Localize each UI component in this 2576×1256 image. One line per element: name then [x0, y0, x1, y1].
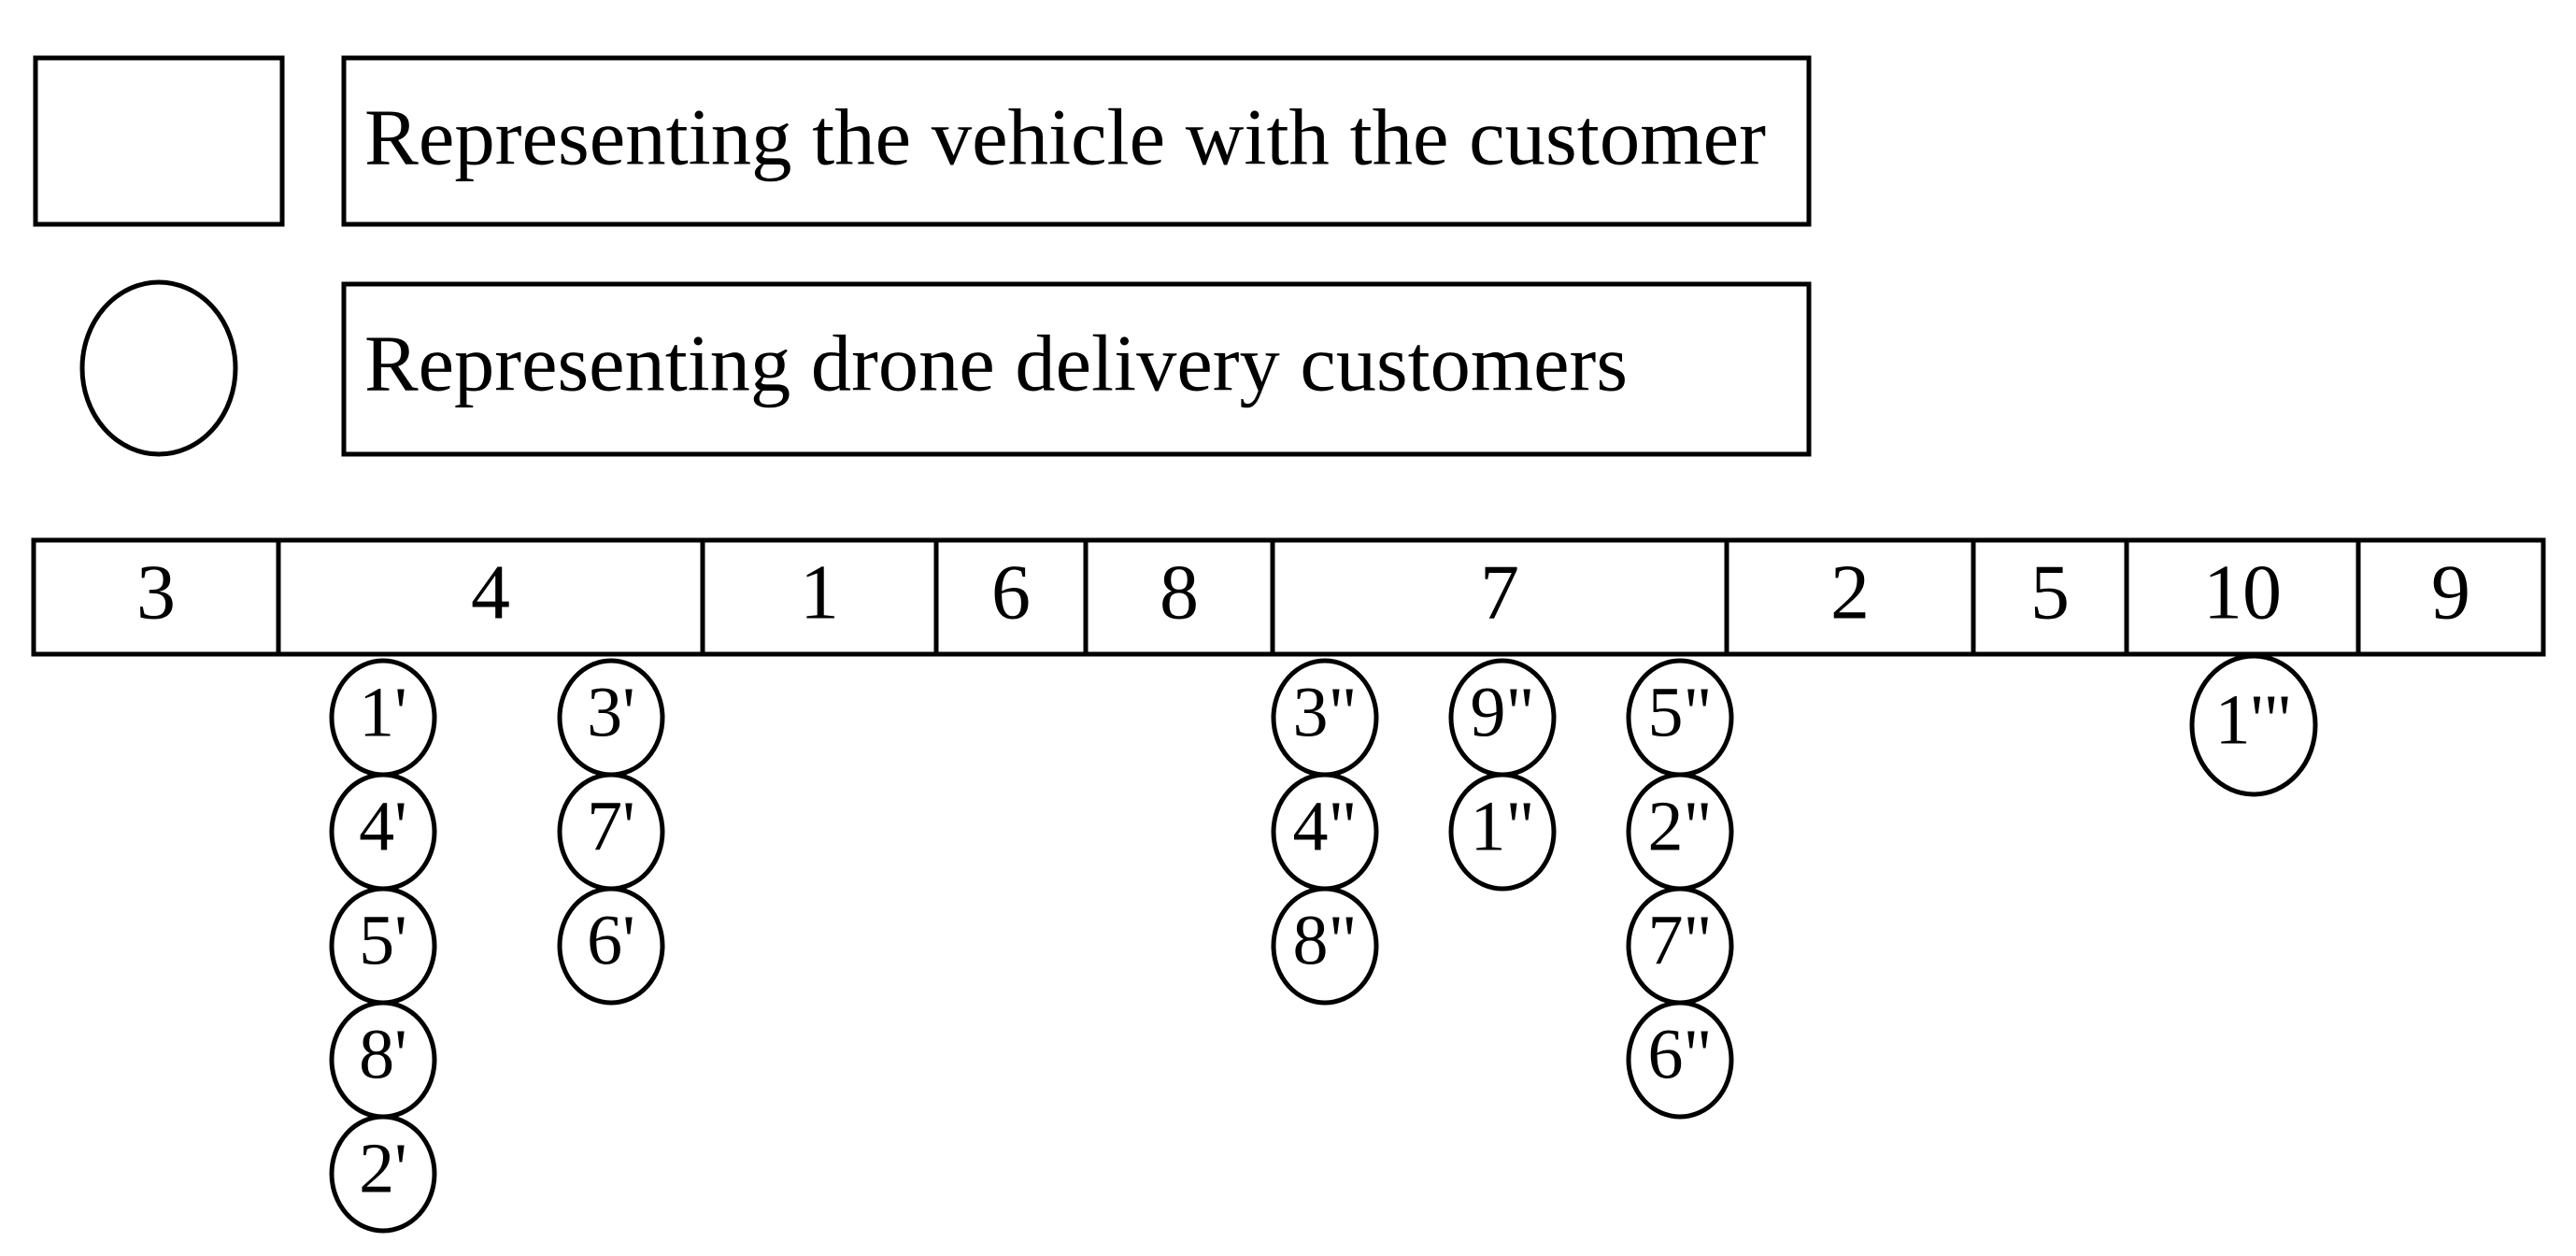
vehicle-route-bar: 3 4 1 6 8 7 2 5 10 9	[31, 537, 2546, 657]
legend-drone-label-box	[341, 281, 1812, 457]
drone-customer-label: 6"	[1647, 1015, 1712, 1093]
drone-customer-label: 8"	[1292, 901, 1357, 979]
legend-vehicle-label: Representing the vehicle with the custom…	[364, 93, 1766, 182]
vehicle-customer-cell: 5	[2030, 549, 2070, 635]
legend-drone-label: Representing drone delivery customers	[364, 319, 1628, 408]
drone-group-stop-4: 1' 4' 5' 8' 2' 3' 7' 6'	[329, 658, 665, 1234]
vehicle-customer-cell: 10	[2203, 549, 2282, 635]
drone-customer-label: 7"	[1647, 901, 1712, 979]
drone-group-stop-10: 1'"	[2189, 653, 2318, 797]
vehicle-customer-cell: 6	[991, 549, 1031, 635]
legend-drone-circle	[79, 279, 238, 457]
drone-customer-label: 7'	[587, 787, 635, 865]
drone-customer-label: 5'	[359, 901, 407, 979]
drone-customer-node	[1626, 1000, 1734, 1120]
drone-customer-node	[1448, 772, 1557, 892]
drone-customer-node	[2189, 653, 2318, 797]
vehicle-customer-cell: 4	[471, 549, 510, 635]
vehicle-customer-cell: 7	[1480, 549, 1519, 635]
drone-customer-label: 4"	[1292, 787, 1357, 865]
vehicle-customer-cell: 9	[2431, 549, 2470, 635]
drone-customer-label: 1"	[1470, 787, 1534, 865]
vehicle-customer-cell: 1	[800, 549, 839, 635]
drone-customer-label: 1'	[359, 673, 407, 751]
legend-vehicle-label-box	[341, 55, 1812, 227]
drone-customer-label: 5"	[1647, 673, 1712, 751]
drone-customer-label: 6'	[587, 901, 635, 979]
legend-vehicle-square	[33, 55, 285, 227]
drone-customer-node	[1271, 886, 1379, 1006]
drone-customer-label: 2'	[359, 1129, 407, 1207]
drone-customer-label: 1'"	[2215, 680, 2293, 759]
vehicle-customer-cell: 3	[136, 549, 176, 635]
drone-customer-label: 9"	[1470, 673, 1534, 751]
drone-customer-node	[329, 1114, 437, 1234]
drone-group-stop-7: 3" 4" 8" 9" 1" 5" 2" 7" 6"	[1271, 658, 1734, 1120]
drone-customer-node	[557, 886, 665, 1006]
drone-customer-label: 2"	[1647, 787, 1712, 865]
vehicle-customer-cell: 2	[1830, 549, 1870, 635]
vehicle-customer-cell: 8	[1160, 549, 1199, 635]
drone-customer-label: 8'	[359, 1015, 407, 1093]
drone-customer-label: 3'	[587, 673, 635, 751]
route-bar-outline	[31, 537, 2546, 657]
drone-customer-label: 3"	[1292, 673, 1357, 751]
drone-customer-label: 4'	[359, 787, 407, 865]
